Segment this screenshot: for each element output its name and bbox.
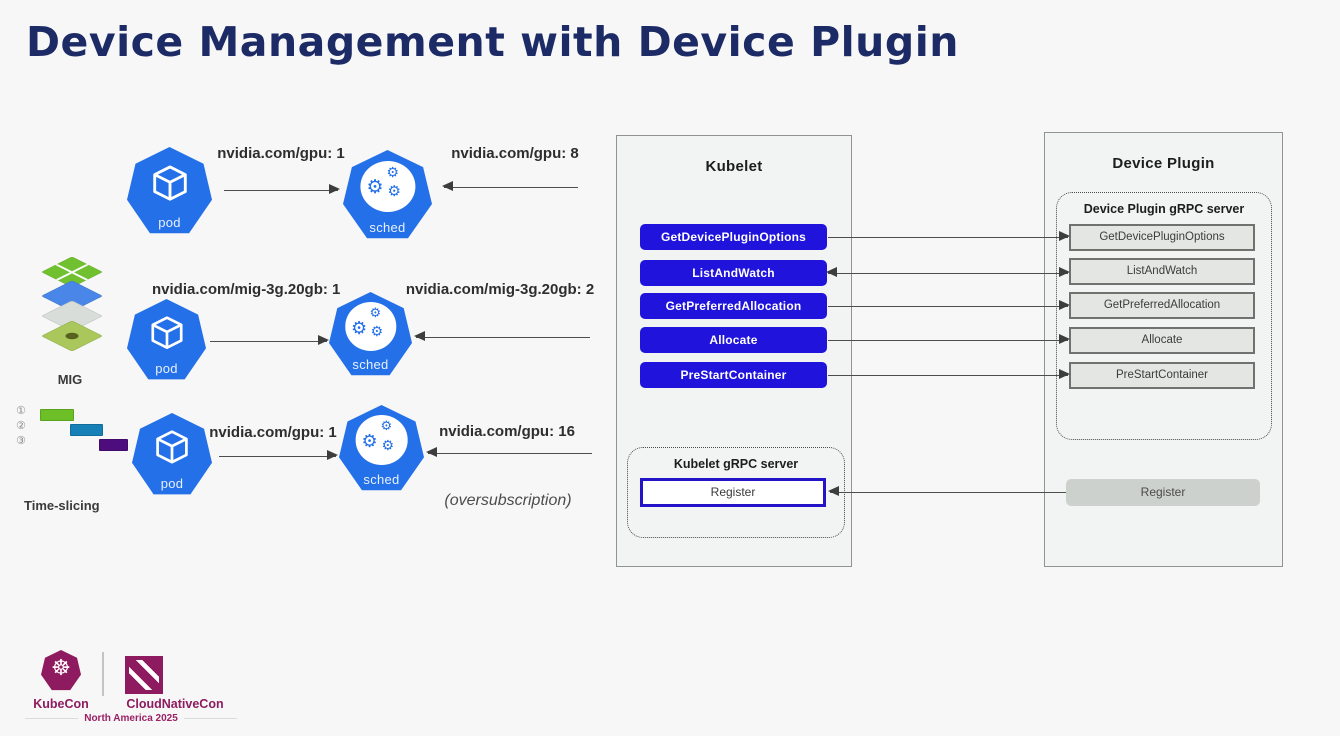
event-label: North America 2025 xyxy=(84,713,178,724)
kubelet-grpc-server-title: Kubelet gRPC server xyxy=(673,457,799,471)
request-arrow-row3 xyxy=(219,450,338,460)
resource-available-row2: nvidia.com/mig-3g.20gb: 2 xyxy=(405,281,595,298)
pod-icon-row3: pod xyxy=(132,413,212,495)
rpc-arrow-getdevicepluginoptions xyxy=(828,231,1070,241)
pod-icon-row2: pod xyxy=(127,299,206,380)
timeslice-mode-label: Time-slicing xyxy=(24,498,100,513)
sched-circle: ⚙ ⚙ ⚙ xyxy=(344,302,397,351)
gear-icon: ⚙ xyxy=(369,305,382,321)
sched-circle: ⚙ ⚙ ⚙ xyxy=(355,415,408,466)
available-arrow-row3 xyxy=(426,447,592,457)
kubecon-label: KubeCon xyxy=(33,697,89,711)
gear-icon: ⚙ xyxy=(350,317,368,338)
cloudnativecon-logo xyxy=(125,656,163,694)
resource-available-row1: nvidia.com/gpu: 8 xyxy=(451,145,579,162)
available-arrow-row1 xyxy=(442,181,578,191)
plugin-method-prestartcontainer: PreStartContainer xyxy=(1069,362,1255,389)
rpc-arrow-listandwatch-bidirectional xyxy=(826,267,1070,277)
event-divider-left xyxy=(25,718,79,719)
resource-available-row3: nvidia.com/gpu: 16 xyxy=(439,423,575,440)
event-name-row: North America 2025 xyxy=(25,713,237,724)
rpc-arrow-prestartcontainer xyxy=(828,369,1070,379)
device-plugin-grpc-server-box: Device Plugin gRPC server xyxy=(1056,192,1272,440)
sched-label: sched xyxy=(363,471,400,487)
register-arrow xyxy=(828,486,1066,496)
sched-icon-row3: ⚙ ⚙ ⚙ sched xyxy=(339,405,424,491)
resource-request-row1: nvidia.com/gpu: 1 xyxy=(217,145,345,162)
gear-icon: ⚙ xyxy=(366,177,384,199)
pod-label: pod xyxy=(155,361,178,377)
event-divider-right xyxy=(183,718,237,719)
gear-icon: ⚙ xyxy=(361,431,378,452)
timeslice-marker-3: ③ xyxy=(16,435,26,447)
pod-label: pod xyxy=(158,214,181,230)
plugin-method-getpreferredallocation: GetPreferredAllocation xyxy=(1069,292,1255,319)
mig-mode-label: MIG xyxy=(57,372,83,387)
kubelet-title: Kubelet xyxy=(705,158,763,175)
timeslice-marker-2: ② xyxy=(16,420,26,432)
timeslice-bar-purple xyxy=(99,439,128,451)
mig-layer-gpu-icon xyxy=(40,320,104,352)
available-arrow-row2 xyxy=(414,331,590,341)
pod-cube-icon xyxy=(152,165,187,201)
logo-divider xyxy=(102,652,104,696)
device-plugin-title: Device Plugin xyxy=(1112,155,1215,172)
gear-icon: ⚙ xyxy=(380,418,393,434)
kubelet-method-allocate: Allocate xyxy=(640,327,827,353)
request-arrow-row2 xyxy=(210,335,329,345)
sched-icon-row2: ⚙ ⚙ ⚙ sched xyxy=(329,292,412,376)
pod-cube-icon xyxy=(150,316,183,349)
sched-icon-row1: ⚙ ⚙ ⚙ sched xyxy=(343,150,432,239)
kubelet-register-endpoint: Register xyxy=(640,478,826,507)
sched-label: sched xyxy=(369,219,406,235)
plugin-method-listandwatch: ListAndWatch xyxy=(1069,258,1255,285)
pod-cube-icon xyxy=(156,430,188,464)
kubelet-method-getdevicepluginoptions: GetDevicePluginOptions xyxy=(640,224,827,250)
cloudnativecon-label: CloudNativeCon xyxy=(126,697,224,711)
rpc-arrow-allocate xyxy=(828,334,1070,344)
request-arrow-row1 xyxy=(224,184,340,194)
plugin-method-allocate: Allocate xyxy=(1069,327,1255,354)
oversubscription-note: (oversubscription) xyxy=(444,492,572,509)
mig-stack-icon xyxy=(40,250,104,366)
sched-circle: ⚙ ⚙ ⚙ xyxy=(359,160,416,213)
resource-request-row2: nvidia.com/mig-3g.20gb: 1 xyxy=(152,281,341,298)
rpc-arrow-getpreferredallocation xyxy=(828,300,1070,310)
ship-wheel-icon: ☸ xyxy=(51,655,71,680)
plugin-method-getdevicepluginoptions: GetDevicePluginOptions xyxy=(1069,224,1255,251)
gear-icon: ⚙ xyxy=(381,437,395,454)
timeslice-bar-teal xyxy=(70,424,103,436)
pod-icon-row1: pod xyxy=(127,147,212,234)
sched-label: sched xyxy=(352,356,389,372)
kubecon-logo: ☸ xyxy=(41,650,81,691)
gear-icon: ⚙ xyxy=(370,323,384,340)
pod-label: pod xyxy=(160,476,184,492)
kubelet-method-prestartcontainer: PreStartContainer xyxy=(640,362,827,388)
timeslice-bar-green xyxy=(40,409,74,421)
resource-request-row3: nvidia.com/gpu: 1 xyxy=(209,424,337,441)
plugin-register-call: Register xyxy=(1066,479,1260,506)
gear-icon: ⚙ xyxy=(386,163,399,180)
device-plugin-grpc-server-title: Device Plugin gRPC server xyxy=(1083,202,1245,216)
timeslice-marker-1: ① xyxy=(16,405,26,417)
kubelet-method-listandwatch: ListAndWatch xyxy=(640,260,827,286)
kubelet-method-getpreferredallocation: GetPreferredAllocation xyxy=(640,293,827,319)
slide-title: Device Management with Device Plugin xyxy=(26,18,959,66)
gear-icon: ⚙ xyxy=(387,183,401,201)
